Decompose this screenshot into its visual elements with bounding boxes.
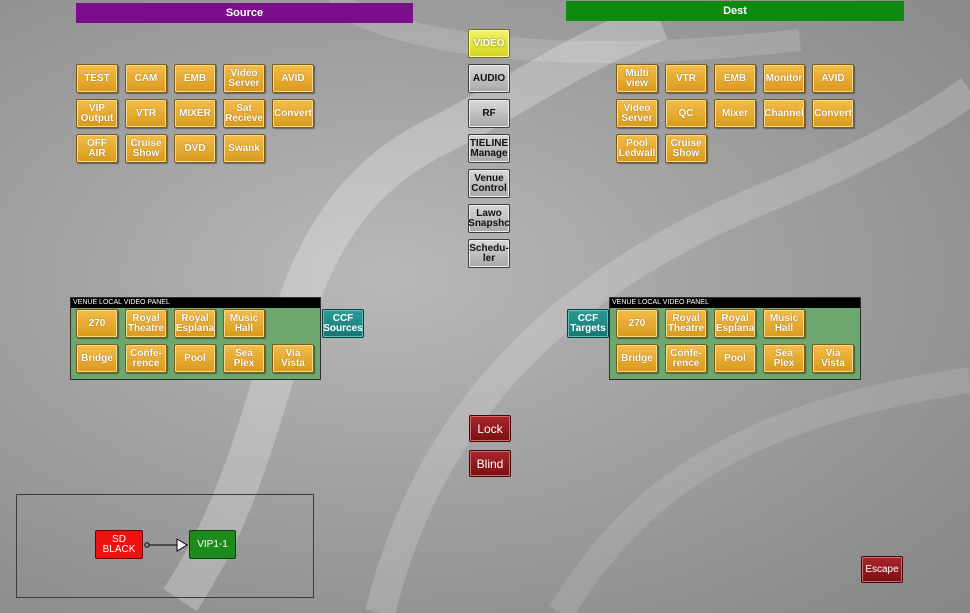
- route-source-box: SD BLACK: [95, 530, 143, 559]
- ccf-targets-button[interactable]: CCF Targets: [567, 309, 609, 338]
- dest-venue-270-button[interactable]: 270: [616, 309, 658, 338]
- source-vtr-button[interactable]: VTR: [125, 99, 167, 128]
- source-venue-bridge-button[interactable]: Bridge: [76, 344, 118, 373]
- dest-pool-ledwall-button[interactable]: Pool Ledwall: [616, 134, 658, 163]
- route-dest-box: VIP1-1: [189, 530, 236, 559]
- tieline-manage-button[interactable]: TIELINE Manage: [468, 134, 510, 163]
- source-vip-output-button[interactable]: VIP Output: [76, 99, 118, 128]
- source-swank-button[interactable]: Swank: [223, 134, 265, 163]
- venue-control-button[interactable]: Venue Control: [468, 169, 510, 198]
- dest-mixer-button[interactable]: Mixer: [714, 99, 756, 128]
- source-venue-panel-title: VENUE LOCAL VIDEO PANEL: [71, 298, 320, 308]
- source-venue-royal-theatre-button[interactable]: Royal Theatre: [125, 309, 167, 338]
- route-arrow-icon: [144, 538, 188, 552]
- dest-header: Dest: [566, 1, 904, 21]
- scheduler-button[interactable]: Schedu- ler: [468, 239, 510, 268]
- source-header: Source: [76, 3, 413, 23]
- dest-emb-button[interactable]: EMB: [714, 64, 756, 93]
- source-off-air-button[interactable]: OFF AIR: [76, 134, 118, 163]
- source-cam-button[interactable]: CAM: [125, 64, 167, 93]
- source-venue-270-button[interactable]: 270: [76, 309, 118, 338]
- source-venue-sea-plex-button[interactable]: Sea Plex: [223, 344, 265, 373]
- dest-venue-pool-button[interactable]: Pool: [714, 344, 756, 373]
- dest-venue-royal-esplana-button[interactable]: Royal Esplana: [714, 309, 756, 338]
- dest-channel-button[interactable]: Channel: [763, 99, 805, 128]
- video-level-button[interactable]: VIDEO: [468, 29, 510, 58]
- route-preview-panel: SD BLACK VIP1-1: [16, 494, 314, 598]
- dest-convert-button[interactable]: Convert: [812, 99, 854, 128]
- audio-level-button[interactable]: AUDIO: [468, 64, 510, 93]
- lawo-snapshot-button[interactable]: Lawo Snapshc: [468, 204, 510, 233]
- source-mixer-button[interactable]: MIXER: [174, 99, 216, 128]
- source-venue-conference-button[interactable]: Confe- rence: [125, 344, 167, 373]
- dest-video-server-button[interactable]: Video Server: [616, 99, 658, 128]
- source-convert-button[interactable]: Convert: [272, 99, 314, 128]
- source-venue-royal-esplana-button[interactable]: Royal Esplana: [174, 309, 216, 338]
- dest-avid-button[interactable]: AVID: [812, 64, 854, 93]
- rf-level-button[interactable]: RF: [468, 99, 510, 128]
- dest-venue-sea-plex-button[interactable]: Sea Plex: [763, 344, 805, 373]
- dest-cruise-show-button[interactable]: Cruise Show: [665, 134, 707, 163]
- escape-button[interactable]: Escape: [861, 556, 903, 583]
- dest-venue-bridge-button[interactable]: Bridge: [616, 344, 658, 373]
- dest-venue-conference-button[interactable]: Confe- rence: [665, 344, 707, 373]
- source-cruise-show-button[interactable]: Cruise Show: [125, 134, 167, 163]
- dest-venue-panel-title: VENUE LOCAL VIDEO PANEL: [610, 298, 860, 308]
- dest-multiview-button[interactable]: Multi view: [616, 64, 658, 93]
- dest-venue-music-hall-button[interactable]: Music Hall: [763, 309, 805, 338]
- source-avid-button[interactable]: AVID: [272, 64, 314, 93]
- dest-qc-button[interactable]: QC: [665, 99, 707, 128]
- source-test-button[interactable]: TEST: [76, 64, 118, 93]
- source-emb-button[interactable]: EMB: [174, 64, 216, 93]
- dest-monitor-button[interactable]: Monitor: [763, 64, 805, 93]
- ccf-sources-button[interactable]: CCF Sources: [322, 309, 364, 338]
- source-venue-via-vista-button[interactable]: Via Vista: [272, 344, 314, 373]
- dest-venue-via-vista-button[interactable]: Via Vista: [812, 344, 854, 373]
- blind-button[interactable]: Blind: [469, 450, 511, 477]
- dest-venue-royal-theatre-button[interactable]: Royal Theatre: [665, 309, 707, 338]
- source-venue-music-hall-button[interactable]: Music Hall: [223, 309, 265, 338]
- source-dvd-button[interactable]: DVD: [174, 134, 216, 163]
- source-venue-pool-button[interactable]: Pool: [174, 344, 216, 373]
- source-sat-recieve-button[interactable]: Sat Recieve: [223, 99, 265, 128]
- dest-vtr-button[interactable]: VTR: [665, 64, 707, 93]
- source-video-server-button[interactable]: Video Server: [223, 64, 265, 93]
- lock-button[interactable]: Lock: [469, 415, 511, 442]
